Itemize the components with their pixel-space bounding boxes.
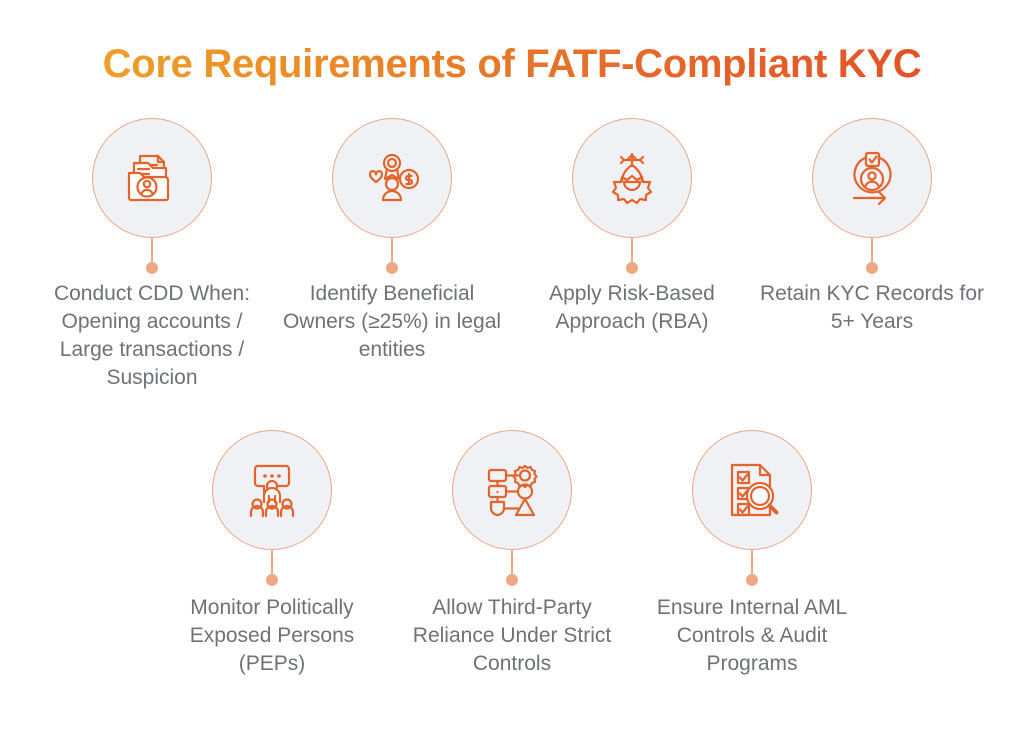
- connector-stem: [630, 238, 634, 264]
- icon-circle: [452, 430, 572, 550]
- requirement-item-retain-records: Retain KYC Records for 5+ Years: [752, 118, 992, 392]
- risk-gauge-gear-icon: [600, 146, 664, 210]
- record-retention-cycle-icon: [840, 146, 904, 210]
- connector-stem: [150, 238, 154, 264]
- connector-dot: [266, 574, 278, 586]
- connector-dot: [146, 262, 158, 274]
- requirement-item-risk-based-approach: Apply Risk-Based Approach (RBA): [512, 118, 752, 392]
- connector-dot: [506, 574, 518, 586]
- requirement-caption: Apply Risk-Based Approach (RBA): [549, 282, 715, 333]
- requirement-caption: Retain KYC Records for 5+ Years: [759, 282, 985, 333]
- connector-stem: [270, 550, 274, 576]
- third-party-flow-diagram-icon: [480, 458, 544, 522]
- icon-circle: [692, 430, 812, 550]
- connector-stem: [390, 238, 394, 264]
- connector-dot: [866, 262, 878, 274]
- requirement-caption: Conduct CDD When: Opening accounts / Lar…: [53, 282, 251, 389]
- requirement-item-conduct-cdd: Conduct CDD When: Opening accounts / Lar…: [32, 118, 272, 392]
- audit-checklist-magnifier-icon: [720, 458, 784, 522]
- customer-file-folder-icon: [120, 146, 184, 210]
- connector-dot: [746, 574, 758, 586]
- bottom-row: Monitor Politically Exposed Persons (PEP…: [0, 430, 1024, 678]
- requirement-caption: Identify Beneficial Owners (≥25%) in leg…: [282, 282, 502, 361]
- requirement-item-monitor-peps: Monitor Politically Exposed Persons (PEP…: [152, 430, 392, 678]
- connector-line: [625, 238, 639, 274]
- connector-stem: [510, 550, 514, 576]
- page-title: Core Requirements of FATF-Compliant KYC: [0, 42, 1024, 87]
- requirement-caption: Monitor Politically Exposed Persons (PEP…: [189, 596, 355, 675]
- top-row: Conduct CDD When: Opening accounts / Lar…: [0, 118, 1024, 392]
- icon-circle: [332, 118, 452, 238]
- connector-line: [505, 550, 519, 586]
- requirement-item-beneficial-owners: Identify Beneficial Owners (≥25%) in leg…: [272, 118, 512, 392]
- connector-line: [865, 238, 879, 274]
- requirement-item-third-party-reliance: Allow Third-Party Reliance Under Strict …: [392, 430, 632, 678]
- beneficial-owner-award-icon: [360, 146, 424, 210]
- connector-stem: [870, 238, 874, 264]
- connector-line: [265, 550, 279, 586]
- icon-circle: [812, 118, 932, 238]
- connector-stem: [750, 550, 754, 576]
- icon-circle: [572, 118, 692, 238]
- connector-line: [145, 238, 159, 274]
- requirement-caption: Ensure Internal AML Controls & Audit Pro…: [656, 596, 848, 675]
- connector-dot: [386, 262, 398, 274]
- icon-circle: [92, 118, 212, 238]
- connector-dot: [626, 262, 638, 274]
- requirement-caption: Allow Third-Party Reliance Under Strict …: [412, 596, 612, 675]
- requirement-item-internal-aml-controls: Ensure Internal AML Controls & Audit Pro…: [632, 430, 872, 678]
- connector-line: [385, 238, 399, 274]
- connector-line: [745, 550, 759, 586]
- politically-exposed-person-speech-icon: [240, 458, 304, 522]
- icon-circle: [212, 430, 332, 550]
